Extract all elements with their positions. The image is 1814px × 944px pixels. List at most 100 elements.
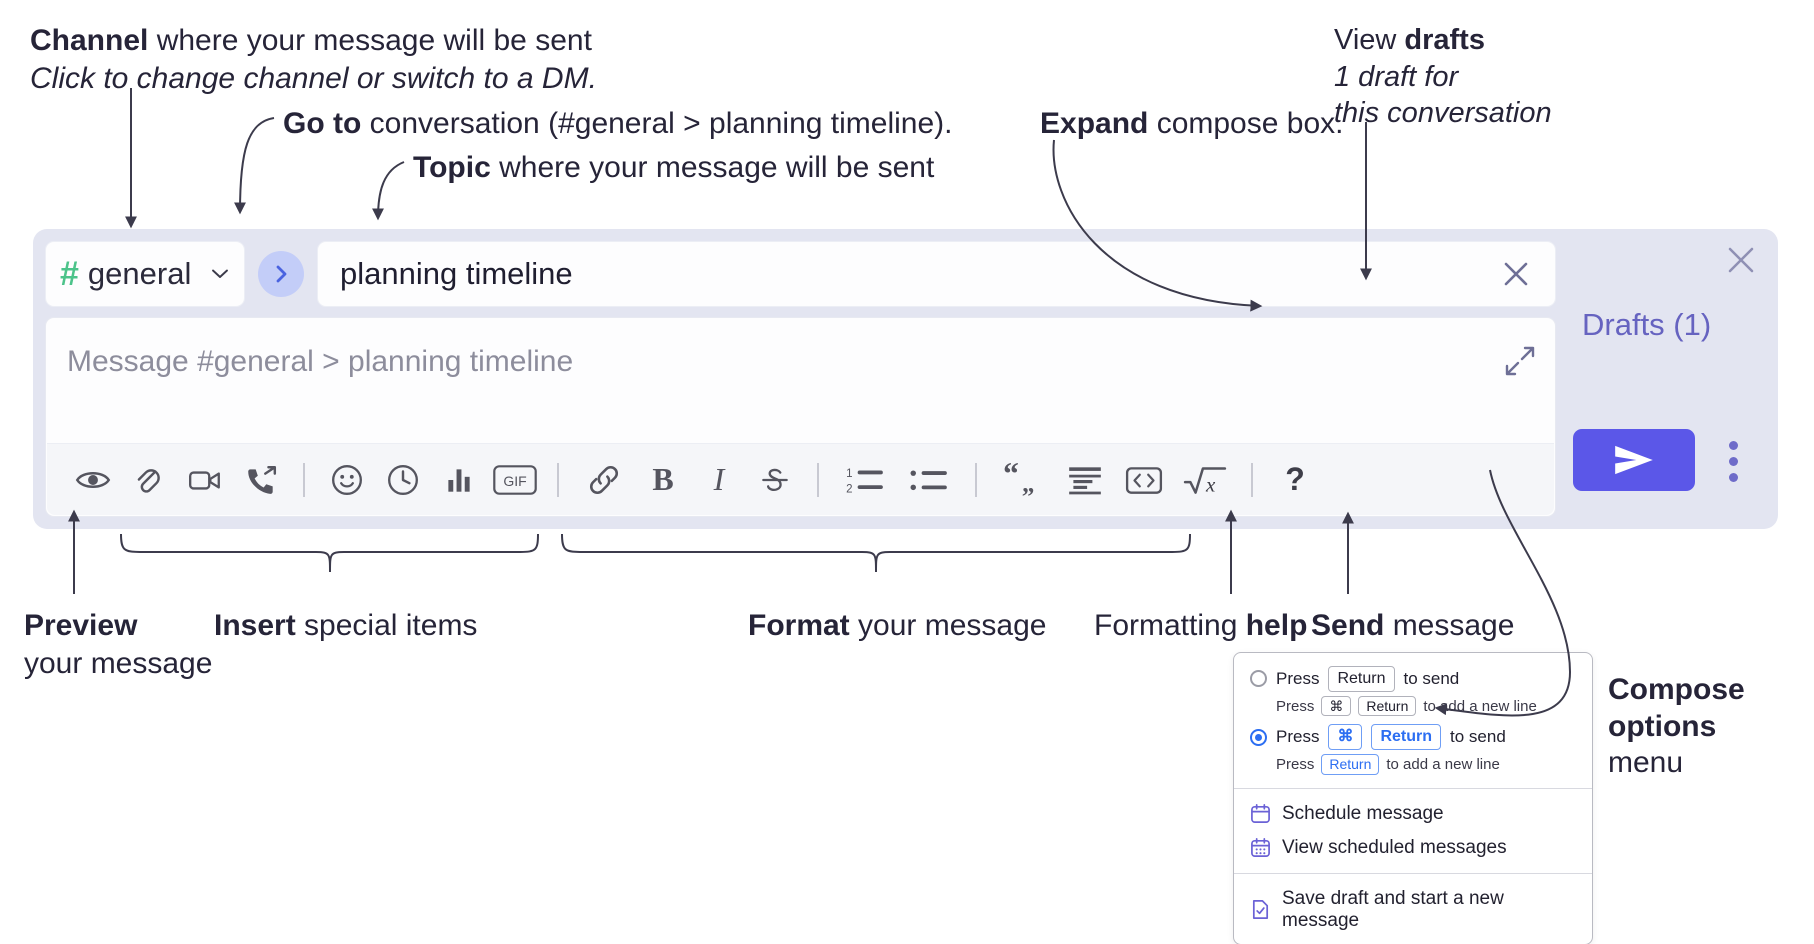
channel-selector-button[interactable]: # general bbox=[45, 241, 245, 307]
drafts-link[interactable]: Drafts (1) bbox=[1582, 307, 1712, 342]
menu-option-cmd-return-to-send[interactable]: Press ⌘ Return to send bbox=[1234, 721, 1592, 753]
annotation-channel-sub: Click to change channel or switch to a D… bbox=[30, 61, 597, 95]
option1-pre: Press bbox=[1276, 668, 1320, 688]
compose-options-menu-button[interactable] bbox=[1720, 434, 1746, 488]
topic-input-wrapper[interactable]: planning timeline bbox=[317, 241, 1556, 307]
annotation-preview: Preview your message bbox=[24, 607, 212, 683]
bar-chart-icon[interactable] bbox=[431, 452, 487, 508]
annotation-goto-bold: Go to bbox=[283, 107, 362, 140]
option2-sub-pre: Press bbox=[1276, 756, 1315, 774]
annotation-compose-options-bold1: Compose bbox=[1608, 673, 1745, 706]
option2-sub-post: to add a new line bbox=[1386, 756, 1500, 774]
annotation-preview-bold: Preview bbox=[24, 609, 138, 642]
svg-text:“: “ bbox=[1003, 463, 1019, 491]
bold-icon[interactable]: B bbox=[635, 452, 691, 508]
menu-item-view-scheduled-messages[interactable]: View scheduled messages bbox=[1234, 831, 1592, 865]
code-block-icon[interactable] bbox=[1055, 452, 1115, 508]
menu-item-label: Save draft and start a new message bbox=[1282, 887, 1504, 931]
menu-option-return-to-send[interactable]: Press Return to send bbox=[1234, 663, 1592, 695]
dot bbox=[1728, 472, 1738, 482]
brace-format bbox=[561, 533, 1191, 573]
help-icon[interactable]: ? bbox=[1267, 452, 1323, 508]
annotation-channel-rest: where your message will be sent bbox=[148, 24, 592, 57]
menu-item-schedule-message[interactable]: Schedule message bbox=[1234, 797, 1592, 831]
annotation-compose-options-rest: menu bbox=[1608, 746, 1684, 780]
strikethrough-icon[interactable] bbox=[747, 452, 803, 508]
annotation-expand-bold: Expand bbox=[1040, 107, 1149, 140]
link-icon[interactable] bbox=[573, 452, 635, 508]
annotation-topic: Topic where your message will be sent bbox=[413, 149, 934, 187]
toolbar-separator bbox=[303, 462, 305, 497]
menu-item-save-draft[interactable]: Save draft and start a new message bbox=[1234, 882, 1592, 938]
italic-icon[interactable]: I bbox=[691, 452, 747, 508]
dot bbox=[1728, 456, 1738, 466]
annotation-help-bold: help bbox=[1245, 609, 1308, 642]
gif-icon[interactable]: GIF bbox=[487, 452, 543, 508]
radio-unselected[interactable] bbox=[1250, 670, 1267, 688]
menu-divider bbox=[1234, 872, 1592, 874]
menu-item-label: View scheduled messages bbox=[1282, 836, 1507, 858]
radio-selected[interactable] bbox=[1250, 728, 1267, 746]
toolbar-separator bbox=[975, 462, 977, 497]
annotation-topic-bold: Topic bbox=[413, 151, 491, 184]
video-camera-icon[interactable] bbox=[177, 452, 233, 508]
annotation-format: Format your message bbox=[748, 607, 1046, 645]
annotation-format-bold: Format bbox=[748, 609, 850, 642]
go-to-conversation-button[interactable] bbox=[258, 251, 304, 297]
menu-option1-subtext: Press ⌘ Return to add a new line bbox=[1234, 695, 1592, 722]
svg-text:„: „ bbox=[1022, 470, 1035, 496]
message-input-box[interactable]: Message #general > planning timeline bbox=[45, 317, 1556, 517]
blockquote-icon[interactable]: “ „ bbox=[991, 452, 1055, 508]
key-return: Return bbox=[1371, 724, 1442, 751]
menu-item-label: Schedule message bbox=[1282, 802, 1444, 824]
message-placeholder: Message #general > planning timeline bbox=[67, 345, 574, 378]
close-drafts-icon[interactable] bbox=[1724, 243, 1758, 277]
annotation-format-rest: your message bbox=[849, 609, 1047, 642]
annotation-expand-rest: compose box. bbox=[1148, 107, 1344, 140]
compose-options-menu: Press Return to send Press ⌘ Return to a… bbox=[1233, 652, 1593, 944]
emoji-icon[interactable] bbox=[319, 452, 375, 508]
toolbar-separator bbox=[1251, 462, 1253, 497]
svg-text:x: x bbox=[1205, 472, 1216, 496]
annotation-drafts-sub1: 1 draft for bbox=[1334, 60, 1459, 93]
clear-topic-icon[interactable] bbox=[1499, 257, 1533, 291]
brace-insert bbox=[120, 533, 539, 573]
annotation-insert-bold: Insert bbox=[214, 609, 296, 642]
bullet-list-icon[interactable] bbox=[897, 452, 961, 508]
clock-icon[interactable] bbox=[375, 452, 431, 508]
annotation-send: Send message bbox=[1311, 607, 1514, 645]
option1-post: to send bbox=[1403, 668, 1460, 688]
menu-option2-subtext: Press Return to add a new line bbox=[1234, 753, 1592, 780]
send-message-button[interactable] bbox=[1573, 429, 1695, 491]
annotation-insert-rest: special items bbox=[295, 609, 478, 642]
topic-input[interactable]: planning timeline bbox=[340, 256, 573, 291]
svg-text:GIF: GIF bbox=[503, 473, 526, 489]
code-icon[interactable] bbox=[1115, 452, 1173, 508]
option2-post: to send bbox=[1450, 727, 1506, 747]
paperclip-icon[interactable] bbox=[121, 452, 177, 508]
italic-label: I bbox=[713, 461, 725, 497]
preview-icon[interactable] bbox=[65, 452, 121, 508]
annotation-drafts-plain: View bbox=[1334, 24, 1405, 56]
annotation-send-bold: Send bbox=[1311, 609, 1385, 642]
annotation-insert: Insert special items bbox=[214, 607, 477, 645]
option1-sub-pre: Press bbox=[1276, 697, 1315, 715]
annotation-compose-options: Compose options menu bbox=[1608, 672, 1745, 782]
menu-divider bbox=[1234, 787, 1592, 789]
ordered-list-icon[interactable]: 1 2 bbox=[833, 452, 897, 508]
compose-header-row: # general planning timeline bbox=[45, 241, 1556, 307]
key-command: ⌘ bbox=[1321, 695, 1352, 717]
document-check-icon bbox=[1250, 899, 1271, 920]
calendar-grid-icon bbox=[1250, 837, 1271, 858]
annotation-help-plain: Formatting bbox=[1094, 609, 1246, 642]
compose-panel: # general planning timeline M bbox=[33, 229, 1778, 529]
bold-label: B bbox=[652, 461, 674, 497]
expand-compose-icon[interactable] bbox=[1503, 344, 1537, 378]
annotation-preview-sub: your message bbox=[24, 646, 213, 680]
annotation-compose-options-bold2: options bbox=[1608, 709, 1717, 743]
annotation-topic-rest: where your message will be sent bbox=[490, 151, 935, 184]
math-icon[interactable]: x bbox=[1173, 452, 1237, 508]
calendar-icon bbox=[1250, 803, 1271, 824]
phone-forward-icon[interactable] bbox=[233, 452, 289, 508]
leader-topic bbox=[372, 161, 405, 221]
